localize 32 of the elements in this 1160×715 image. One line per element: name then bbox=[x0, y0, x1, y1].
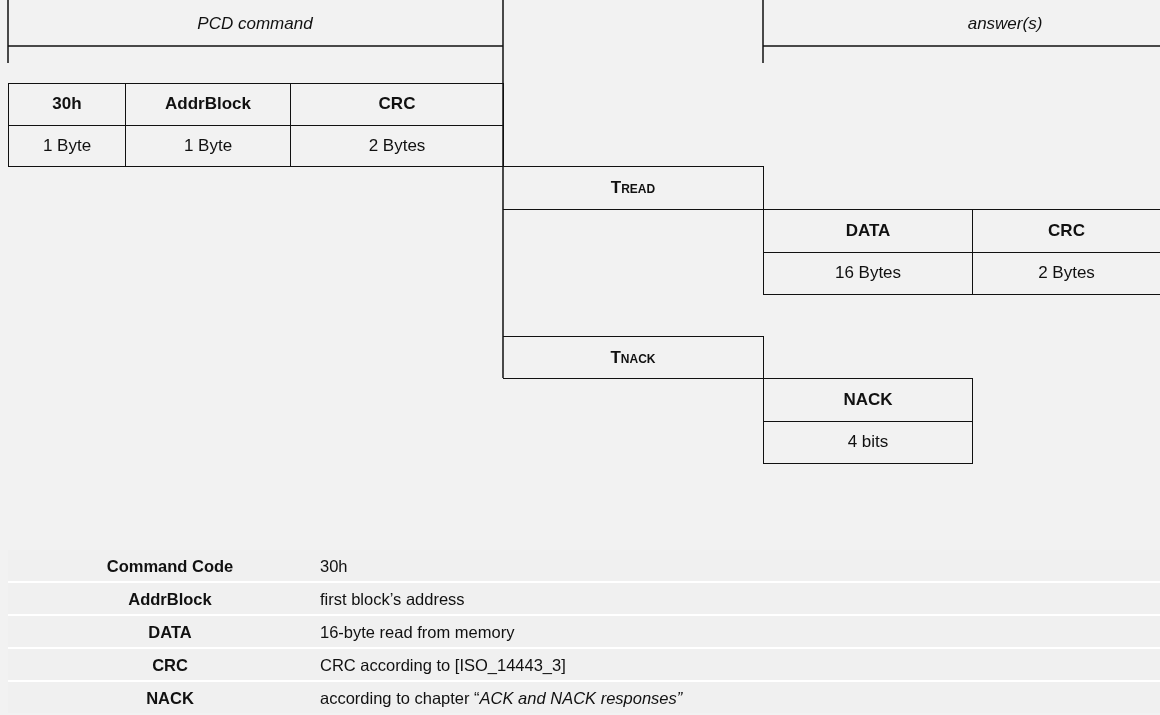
term-cell: DATA bbox=[148, 622, 192, 641]
field-size: 4 bits bbox=[847, 432, 889, 453]
field-name: CRC bbox=[1048, 220, 1085, 241]
description-cell: CRC according to [ISO_14443_3] bbox=[320, 655, 566, 674]
description-cell: according to chapter “ACK and NACK responses” bbox=[320, 688, 683, 707]
description-cell: first block’s address bbox=[320, 589, 465, 608]
field-size: 2 Bytes bbox=[368, 135, 426, 156]
description-cell: 30h bbox=[320, 556, 348, 575]
frame-field bbox=[763, 209, 973, 295]
term-cell: AddrBlock bbox=[128, 589, 212, 608]
field-size: 16 Bytes bbox=[834, 263, 902, 284]
frame-field bbox=[290, 83, 504, 167]
field-name: AddrBlock bbox=[165, 94, 251, 115]
frame-field bbox=[972, 209, 1160, 295]
field-size: 1 Byte bbox=[183, 135, 233, 156]
timing-interval bbox=[503, 336, 764, 379]
field-name: CRC bbox=[378, 94, 416, 115]
timing-interval bbox=[503, 166, 764, 210]
frame-field bbox=[8, 83, 126, 167]
frame-field bbox=[763, 378, 973, 464]
term-cell: Command Code bbox=[106, 556, 234, 575]
field-size: 2 Bytes bbox=[1038, 263, 1095, 284]
phase-heading: PCD command bbox=[197, 14, 313, 34]
term-cell: CRC bbox=[152, 655, 188, 674]
field-size: 1 Byte bbox=[42, 135, 92, 156]
field-name: 30h bbox=[52, 94, 82, 115]
term-cell: NACK bbox=[146, 688, 194, 707]
frame-field bbox=[125, 83, 291, 167]
description-cell: 16-byte read from memory bbox=[320, 622, 515, 641]
field-name: DATA bbox=[845, 220, 891, 241]
field-name: NACK bbox=[843, 389, 893, 410]
phase-heading: answer(s) bbox=[967, 14, 1043, 34]
